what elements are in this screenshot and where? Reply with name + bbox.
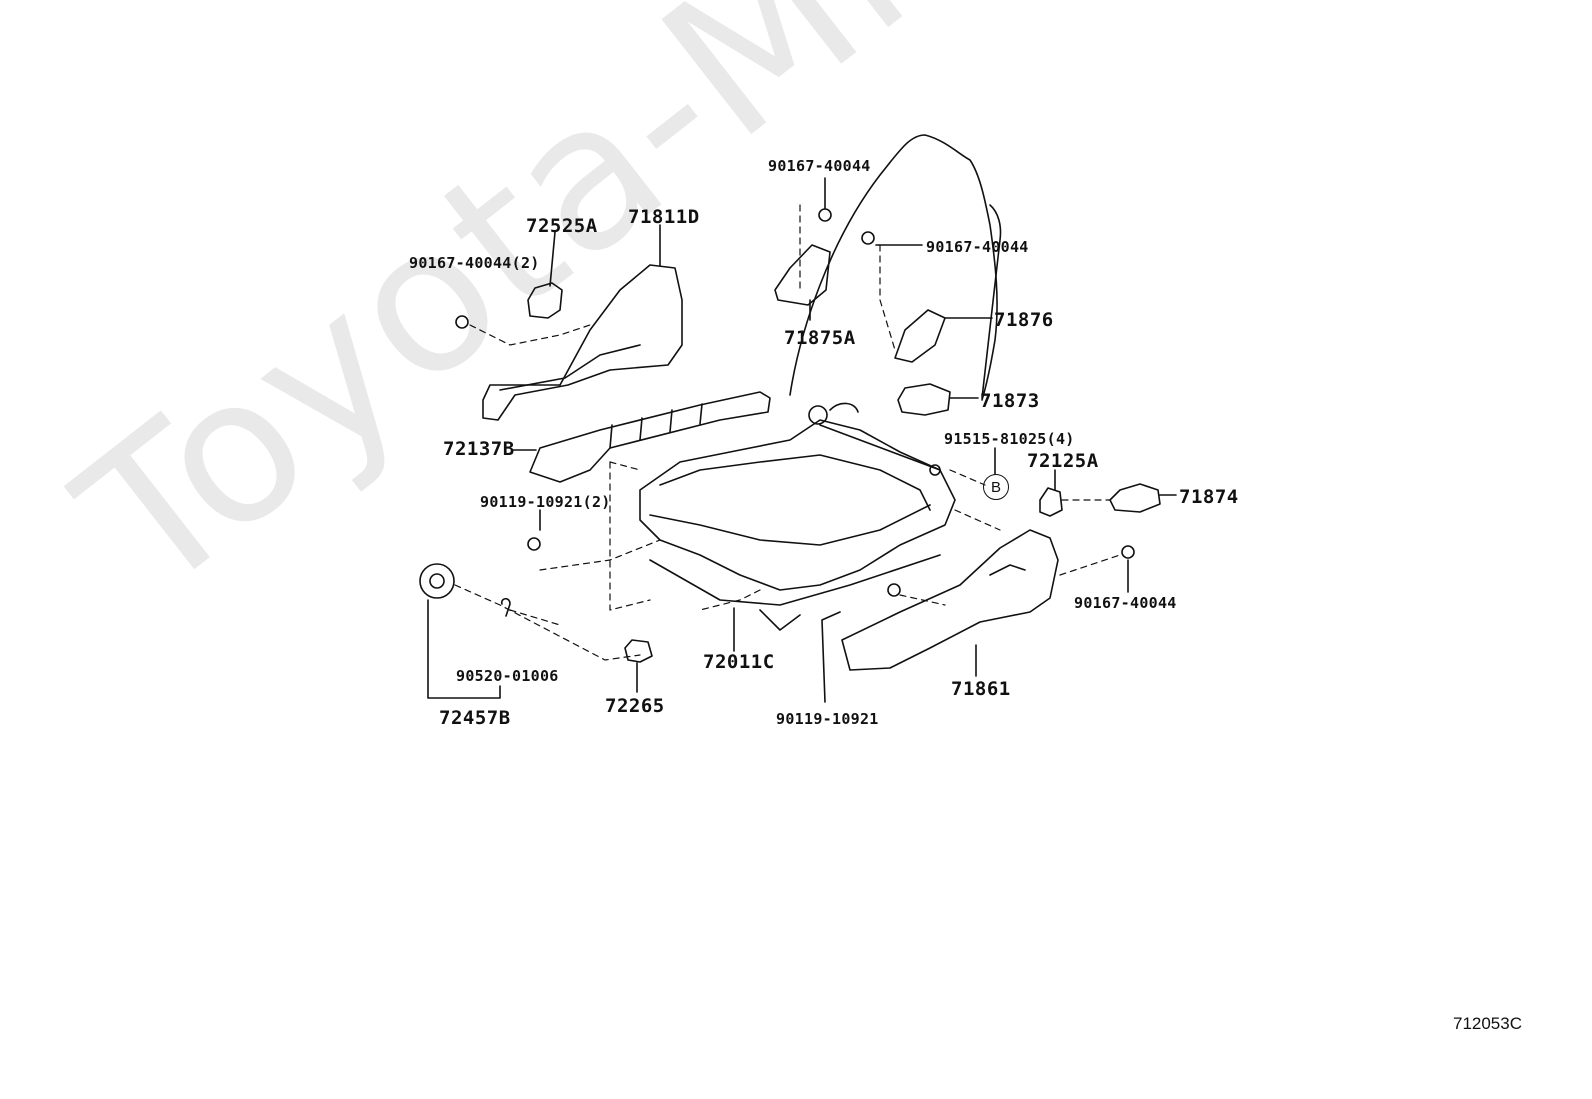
part-71811D bbox=[482, 264, 683, 421]
diagram-code: 712053C bbox=[1452, 1014, 1522, 1033]
part-71874 bbox=[1109, 483, 1161, 513]
part-72011C bbox=[639, 419, 956, 591]
label-71811D: 71811D bbox=[628, 206, 700, 228]
part-72125A bbox=[1039, 487, 1063, 517]
label-72457B: 72457B bbox=[439, 707, 511, 729]
label-90167-top: 90167-40044 bbox=[768, 157, 871, 175]
bolt-90167-left bbox=[455, 315, 469, 329]
label-72137B: 72137B bbox=[443, 438, 515, 460]
label-90119-low: 90119-10921 bbox=[776, 710, 879, 728]
label-90119-2: 90119-10921(2) bbox=[480, 493, 611, 511]
leader-lines bbox=[427, 177, 1177, 703]
label-72265: 72265 bbox=[605, 695, 665, 717]
label-72525A: 72525A bbox=[526, 215, 598, 237]
bolt-91515 bbox=[929, 464, 941, 476]
label-90167-2: 90167-40044(2) bbox=[409, 254, 540, 272]
label-91515: 91515-81025(4) bbox=[944, 430, 1075, 448]
part-71873 bbox=[897, 383, 951, 416]
bolt-90167-top bbox=[818, 208, 832, 222]
part-71861 bbox=[841, 529, 1059, 671]
label-72011C: 72011C bbox=[703, 651, 775, 673]
bolt-90167-low bbox=[1121, 545, 1135, 559]
bolt-90119-low bbox=[887, 583, 901, 597]
seat-back-outline bbox=[789, 134, 998, 401]
bolt-90119-left bbox=[527, 537, 541, 551]
label-90167-low: 90167-40044 bbox=[1074, 594, 1177, 612]
part-72525A bbox=[527, 282, 563, 319]
part-72137B bbox=[529, 391, 771, 483]
label-71876: 71876 bbox=[994, 309, 1054, 331]
part-72457B bbox=[419, 563, 455, 599]
label-71873: 71873 bbox=[980, 390, 1040, 412]
assembly-lines bbox=[454, 204, 1121, 661]
label-71861: 71861 bbox=[951, 678, 1011, 700]
part-90520 bbox=[500, 597, 511, 617]
label-71874: 71874 bbox=[1179, 486, 1239, 508]
part-71876 bbox=[894, 309, 946, 363]
reference-marker-b: B bbox=[983, 474, 1009, 500]
label-90167-right: 90167-40044 bbox=[926, 238, 1029, 256]
label-90520: 90520-01006 bbox=[456, 667, 559, 685]
part-71875A bbox=[774, 244, 831, 306]
bolt-90167-right bbox=[861, 231, 875, 245]
label-72125A: 72125A bbox=[1027, 450, 1099, 472]
part-72265 bbox=[624, 639, 653, 663]
label-71875A: 71875A bbox=[784, 327, 856, 349]
